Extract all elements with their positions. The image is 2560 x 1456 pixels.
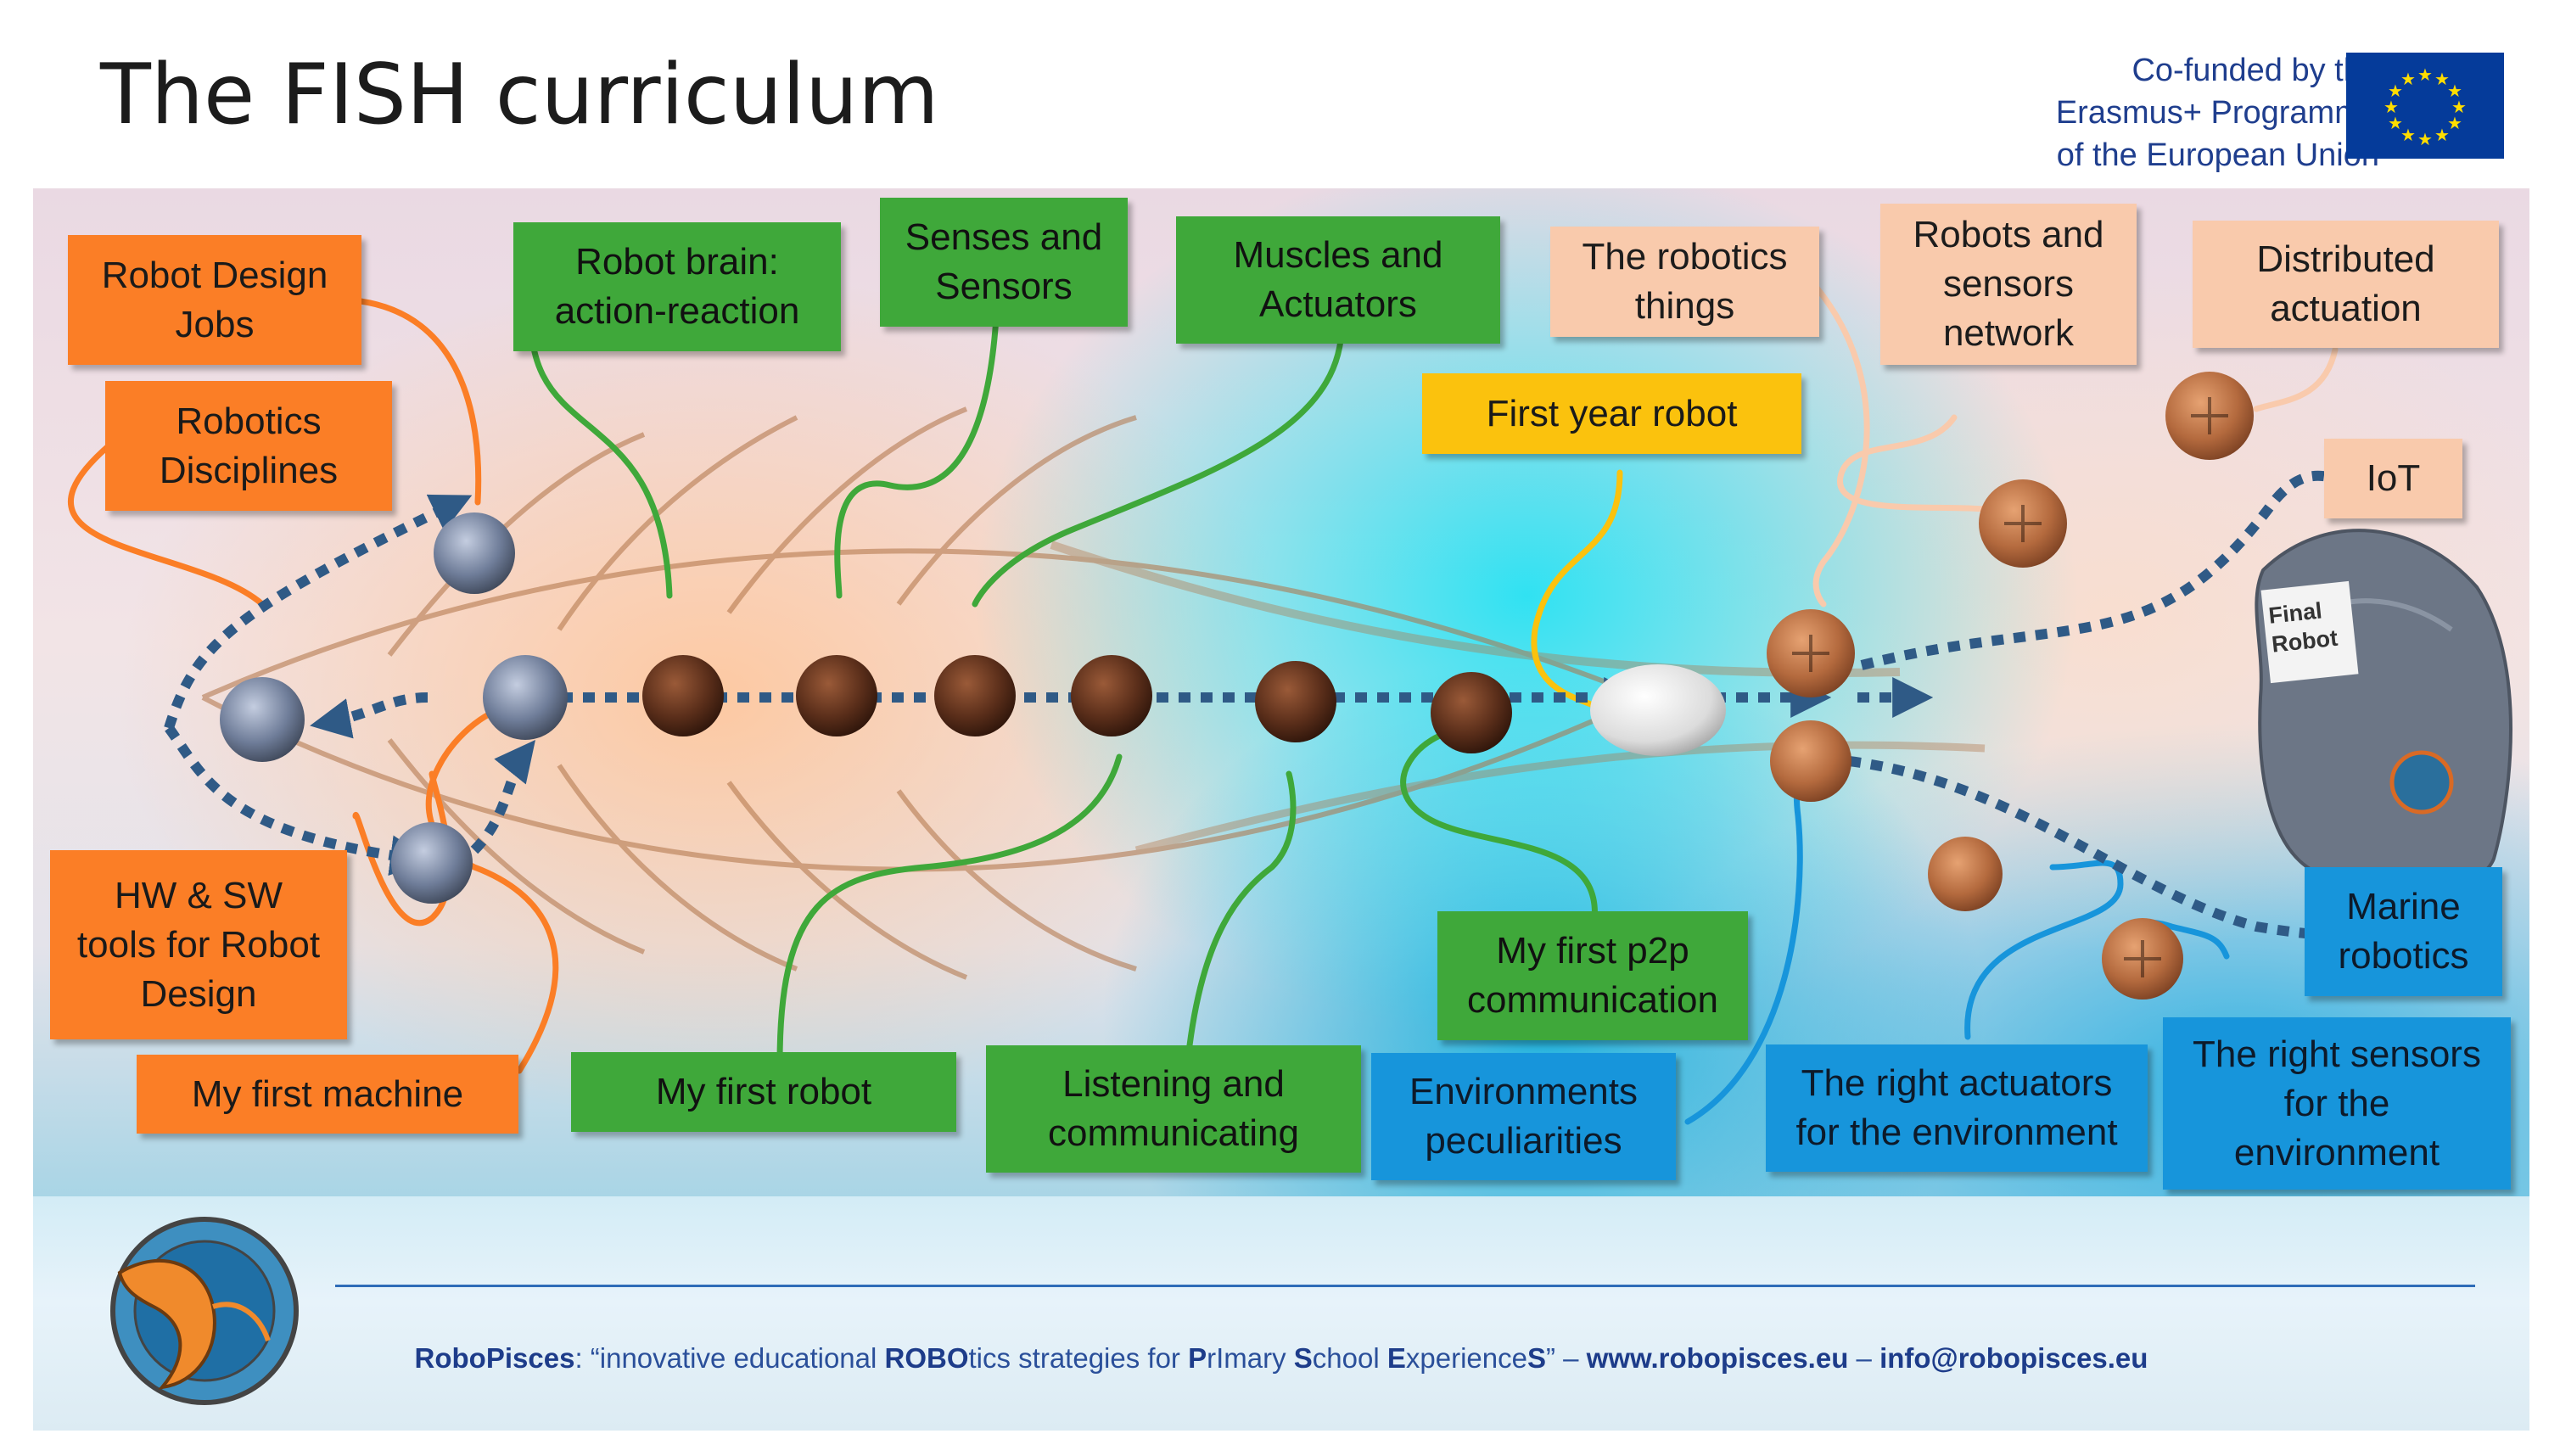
ball-terra-2 xyxy=(1770,720,1851,802)
footer: RoboPisces: “innovative educational ROBO… xyxy=(33,1196,2529,1431)
robopisces-logo-icon xyxy=(110,1217,299,1405)
footer-tics: tics strategies for xyxy=(968,1342,1189,1374)
footer-close: ” – xyxy=(1545,1342,1587,1374)
box-right-actuators: The right actuators for the environment xyxy=(1766,1044,2148,1172)
svg-text:★: ★ xyxy=(2417,129,2433,149)
ball-brown-1 xyxy=(642,655,724,736)
footer-email-link[interactable]: info@robopisces.eu xyxy=(1879,1342,2148,1374)
connector-disciplines xyxy=(68,440,266,608)
box-my-first-machine: My first machine xyxy=(137,1055,518,1134)
footer-robo: ROBO xyxy=(884,1342,969,1374)
footer-rimary: rImary xyxy=(1207,1342,1294,1374)
final-robot-label: Final Robot xyxy=(2260,580,2359,684)
ball-terra-5 xyxy=(1928,837,2003,911)
ball-blue-3 xyxy=(483,655,568,740)
box-first-year-robot: First year robot xyxy=(1422,373,1801,454)
box-environments-peculiarities: Environments peculiarities xyxy=(1371,1053,1676,1180)
box-distributed-actuation: Distributed actuation xyxy=(2193,221,2499,348)
svg-text:★: ★ xyxy=(2434,69,2450,89)
box-robot-brain: Robot brain: action-reaction xyxy=(513,222,841,351)
footer-tagline-open: : “innovative educational xyxy=(574,1342,885,1374)
footer-s2: S xyxy=(1526,1342,1546,1374)
connector-first-year-robot xyxy=(1531,469,1623,709)
box-robots-sensors-network: Robots and sensors network xyxy=(1880,204,2137,365)
svg-text:★: ★ xyxy=(2388,81,2403,101)
box-senses-sensors: Senses and Sensors xyxy=(880,198,1128,327)
box-robotics-disciplines: Robotics Disciplines xyxy=(105,381,392,511)
ball-blue-1 xyxy=(434,512,515,594)
footer-p: P xyxy=(1188,1342,1207,1374)
ball-brown-4 xyxy=(1071,655,1152,736)
svg-text:★: ★ xyxy=(2447,81,2462,101)
curriculum-diagram: Robot Design Jobs Robotics Disciplines H… xyxy=(33,188,2529,1196)
svg-text:★: ★ xyxy=(2434,125,2450,145)
ball-blue-4 xyxy=(391,822,473,904)
box-my-first-p2p: My first p2p communication xyxy=(1437,911,1748,1040)
connector-hwsw xyxy=(352,770,452,927)
footer-chool: chool xyxy=(1312,1342,1387,1374)
footer-text: RoboPisces: “innovative educational ROBO… xyxy=(33,1342,2529,1375)
svg-text:★: ★ xyxy=(2384,97,2399,117)
ball-brown-2 xyxy=(796,655,877,736)
svg-text:★: ★ xyxy=(2388,113,2403,133)
svg-text:★: ★ xyxy=(2400,69,2416,89)
connector-muscles xyxy=(972,312,1345,608)
connector-right-actuators xyxy=(1964,860,2124,1040)
eu-line-3: of the European Union xyxy=(2056,137,2379,173)
ball-brown-5 xyxy=(1255,661,1336,742)
footer-brand: RoboPisces xyxy=(414,1342,575,1374)
connector-first-robot xyxy=(776,753,1123,1066)
box-hw-sw-tools: HW & SW tools for Robot Design xyxy=(50,850,347,1039)
connector-senses xyxy=(834,300,1000,599)
box-robot-design-jobs: Robot Design Jobs xyxy=(68,235,361,365)
footer-dash: – xyxy=(1848,1342,1880,1374)
connector-listening xyxy=(1186,770,1297,1049)
ball-brown-3 xyxy=(934,655,1016,736)
page-title: The FISH curriculum xyxy=(100,47,939,143)
connector-p2p xyxy=(1400,728,1598,924)
box-muscles-actuators: Muscles and Actuators xyxy=(1176,216,1500,344)
box-robotics-things: The robotics things xyxy=(1550,227,1819,337)
connector-jobs xyxy=(357,298,482,506)
connector-robotics-things xyxy=(1808,278,1870,608)
box-marine-robotics: Marine robotics xyxy=(2305,867,2502,996)
eu-cofunding-text: Co-funded by the Erasmus+ Programme of t… xyxy=(2056,49,2379,176)
footer-divider xyxy=(335,1285,2475,1287)
ball-brown-6 xyxy=(1431,672,1512,753)
ball-blue-2 xyxy=(220,677,305,762)
eu-flag-icon: ★★★ ★★★ ★★★ ★★★ xyxy=(2346,53,2504,159)
footer-xperience: xperience xyxy=(1405,1342,1527,1374)
footer-s: S xyxy=(1293,1342,1313,1374)
final-robot-rock xyxy=(2255,529,2512,892)
ball-white xyxy=(1590,664,1726,756)
box-right-sensors: The right sensors for the environment xyxy=(2163,1017,2511,1190)
svg-text:★: ★ xyxy=(2400,125,2416,145)
box-listening-communicating: Listening and communicating xyxy=(986,1045,1361,1173)
connector-robots-network xyxy=(1837,414,2005,514)
connector-first-machine xyxy=(426,703,559,1074)
svg-text:★: ★ xyxy=(2417,64,2433,85)
box-my-first-robot: My first robot xyxy=(571,1052,956,1132)
footer-website-link[interactable]: www.robopisces.eu xyxy=(1586,1342,1849,1374)
connector-distributed xyxy=(2253,346,2339,412)
svg-text:★: ★ xyxy=(2451,97,2467,117)
eu-line-2: Erasmus+ Programme xyxy=(2055,95,2379,131)
footer-e: E xyxy=(1386,1342,1406,1374)
eu-line-1: Co-funded by the xyxy=(2131,53,2379,88)
box-iot: IoT xyxy=(2324,439,2462,518)
svg-text:★: ★ xyxy=(2447,113,2462,133)
